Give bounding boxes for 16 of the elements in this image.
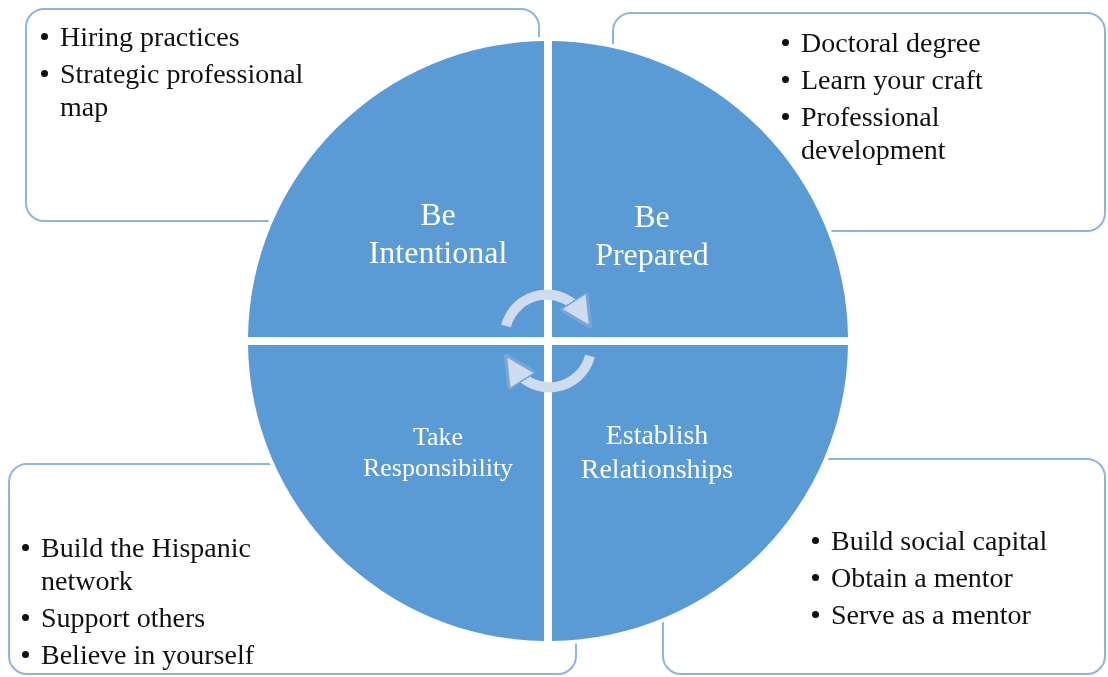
bullet-item: Obtain a mentor bbox=[831, 561, 1013, 595]
bullet-item: Serve as a mentor bbox=[831, 598, 1031, 632]
segment-label: Establish Relationships bbox=[579, 418, 735, 486]
segment-label: Be Intentional bbox=[367, 194, 509, 272]
bullet-item: Build social capital bbox=[831, 524, 1048, 558]
quadrant-segment bbox=[248, 345, 544, 641]
bullet-item: Doctoral degree bbox=[801, 26, 981, 60]
bullet-item: Strategic professional map bbox=[60, 57, 305, 124]
bullet-item: Learn your craft bbox=[801, 63, 983, 97]
bullet-item: Hiring practices bbox=[60, 20, 240, 54]
bullet-item: Believe in yourself bbox=[41, 638, 255, 672]
segment-label: Take Responsibility bbox=[361, 420, 515, 484]
segment-label: Be Prepared bbox=[594, 196, 710, 274]
bullet-item: Build the Hispanic network bbox=[41, 531, 252, 598]
bullet-item: Support others bbox=[41, 601, 206, 635]
bullet-item: Professional development bbox=[801, 100, 947, 167]
